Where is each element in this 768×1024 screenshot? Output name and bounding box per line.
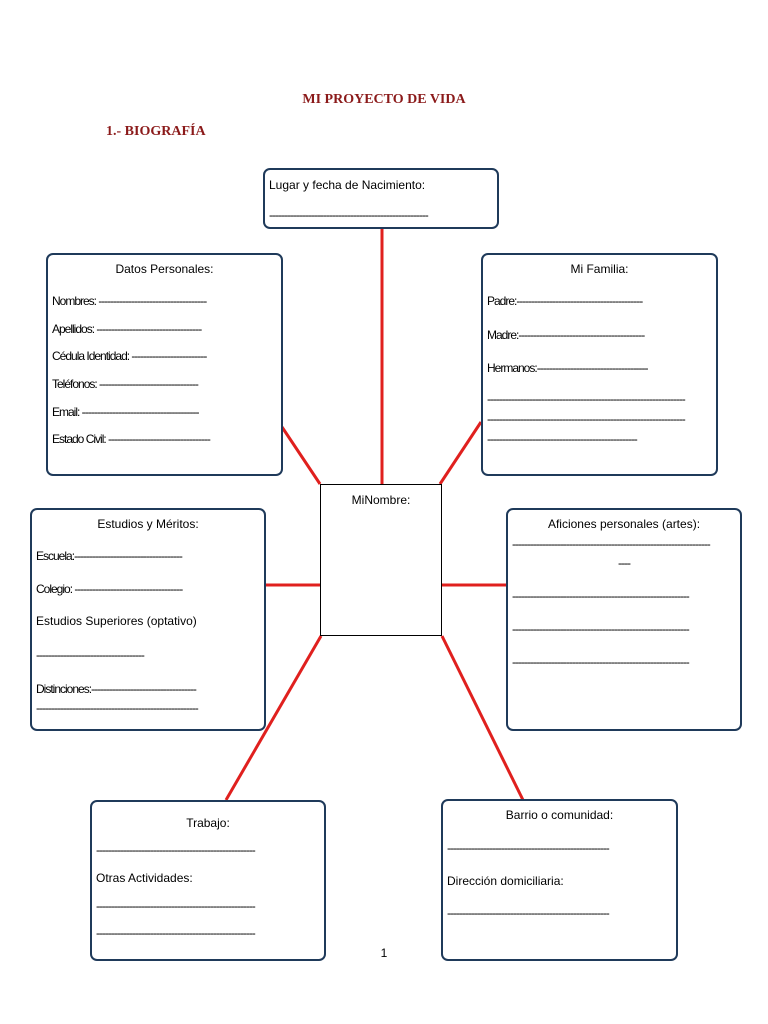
studies-box: Estudios y Méritos: Escuela:------------… [30, 508, 266, 731]
distinciones-field[interactable]: Distinciones:---------------------------… [36, 682, 197, 696]
direccion-line[interactable]: ----------------------------------------… [447, 906, 610, 920]
personal-title: Datos Personales: [115, 262, 214, 276]
family-title: Mi Familia: [570, 262, 629, 276]
hobbies-line-3[interactable]: ----------------------------------------… [512, 622, 690, 636]
hobbies-box: Aficiones personales (artes): ----------… [506, 508, 742, 731]
work-line-1[interactable]: ----------------------------------------… [96, 843, 256, 857]
padre-field[interactable]: Padre:----------------------------------… [487, 294, 643, 308]
hobbies-title: Aficiones personales (artes): [547, 517, 701, 531]
community-line-1[interactable]: ----------------------------------------… [447, 841, 610, 855]
personal-data-box: Datos Personales: Nombres: -------------… [46, 253, 283, 476]
work-box: Trabajo: -------------------------------… [90, 800, 326, 961]
hobbies-line-1[interactable]: ----------------------------------------… [512, 537, 711, 551]
birth-box: Lugar y fecha de Nacimiento: -----------… [263, 168, 499, 229]
distinciones-line[interactable]: ----------------------------------------… [36, 701, 199, 715]
family-line-2[interactable]: ----------------------------------------… [487, 412, 686, 426]
estado-civil-field[interactable]: Estado Civil: --------------------------… [52, 432, 211, 446]
my-name-box[interactable]: MiNombre: [320, 484, 442, 636]
connector-work [224, 635, 323, 801]
page-number: 1 [380, 946, 388, 960]
my-name-label: MiNombre: [351, 493, 411, 507]
community-box: Barrio o comunidad: --------------------… [441, 799, 678, 961]
email-field[interactable]: Email: ---------------------------------… [52, 405, 200, 419]
work-line-2[interactable]: ----------------------------------------… [96, 899, 256, 913]
nombres-field[interactable]: Nombres: -------------------------------… [52, 294, 207, 308]
colegio-field[interactable]: Colegio: -------------------------------… [36, 582, 183, 596]
connector-family [438, 421, 483, 485]
connector-community [440, 635, 525, 801]
family-box: Mi Familia: Padre:----------------------… [481, 253, 718, 476]
hobbies-line-4[interactable]: ----------------------------------------… [512, 655, 690, 669]
family-line-3[interactable]: ----------------------------------------… [487, 432, 638, 446]
work-title: Trabajo: [186, 816, 230, 830]
birth-line[interactable]: ----------------------------------------… [269, 208, 429, 222]
hermanos-field[interactable]: Hermanos:-------------------------------… [487, 361, 649, 375]
page-title: MI PROYECTO DE VIDA [302, 92, 466, 107]
connector-personal [280, 426, 322, 485]
studies-title: Estudios y Méritos: [97, 517, 199, 531]
family-line-1[interactable]: ----------------------------------------… [487, 392, 686, 406]
section-heading: 1.- BIOGRAFÍA [106, 124, 206, 139]
cedula-field[interactable]: Cédula Identidad: ----------------------… [52, 349, 207, 363]
otras-actividades-label: Otras Actividades: [96, 871, 193, 885]
community-title: Barrio o comunidad: [505, 808, 614, 822]
birth-label: Lugar y fecha de Nacimiento: [269, 178, 426, 192]
hobbies-line-2[interactable]: ----------------------------------------… [512, 589, 690, 603]
estudios-superiores-label: Estudios Superiores (optativo) [36, 614, 197, 628]
escuela-field[interactable]: Escuela:--------------------------------… [36, 549, 183, 563]
apellidos-field[interactable]: Apellidos: -----------------------------… [52, 322, 202, 336]
hobbies-line-1-wrap: ---- [618, 556, 631, 570]
work-line-3[interactable]: ----------------------------------------… [96, 926, 256, 940]
telefonos-field[interactable]: Teléfonos: -----------------------------… [52, 377, 199, 391]
estudios-superiores-line[interactable]: ------------------------------------ [36, 648, 145, 662]
direccion-label: Dirección domiciliaria: [447, 874, 564, 888]
madre-field[interactable]: Madre:----------------------------------… [487, 328, 645, 342]
